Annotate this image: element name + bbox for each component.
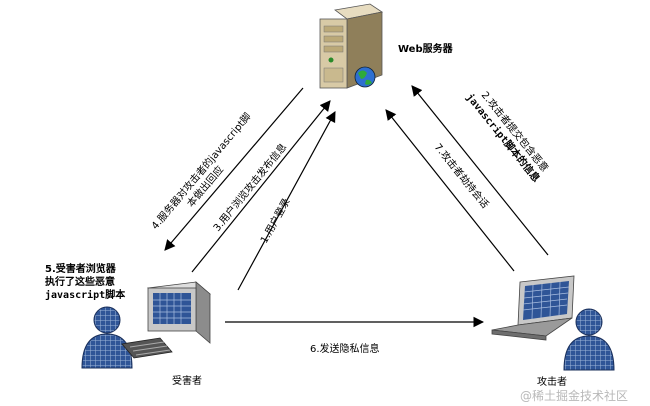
arrow-2 [411, 85, 549, 256]
attacker-label: 攻击者 [537, 375, 567, 388]
victim-label: 受害者 [172, 374, 202, 387]
victim-note-line-1: 5.受害者浏览器 [45, 262, 117, 275]
arrow-2-label-line-2: javascript脚本的信息 [464, 91, 543, 185]
server-label: Web服务器 [398, 42, 454, 55]
arrow-1-label: 1.用户登录 [257, 196, 292, 246]
watermark: @稀土掘金技术社区 [520, 388, 628, 403]
arrow-2-label: 2.攻击者提交包含恶意 javascript脚本的信息 [464, 89, 552, 185]
arrow-7 [385, 109, 515, 272]
arrow-3 [191, 100, 331, 273]
globe-icon [354, 66, 376, 88]
arrow-1 [237, 111, 336, 291]
victim-note: 5.受害者浏览器 执行了这些恶意 javascript脚本 [45, 262, 126, 301]
victim-note-line-3: javascript脚本 [45, 288, 126, 301]
victim-person-icon [81, 306, 133, 369]
attacker-person-icon [563, 308, 615, 371]
server-icon [319, 3, 384, 89]
arrow-4-label-line-1: 4.服务器对攻击者的javascript脚 [148, 110, 253, 232]
arrow-6-label: 6.发送隐私信息 [310, 342, 380, 355]
attacker-laptop-icon [491, 275, 575, 341]
arrow-7-label: 7.攻击者劫持会话 [432, 141, 492, 211]
arrow-4 [164, 87, 304, 251]
victim-note-line-2: 执行了这些恶意 [45, 275, 115, 288]
arrow-4-label: 4.服务器对攻击者的javascript脚 本做出回应 [148, 110, 253, 232]
victim-computer-icon [121, 281, 211, 359]
